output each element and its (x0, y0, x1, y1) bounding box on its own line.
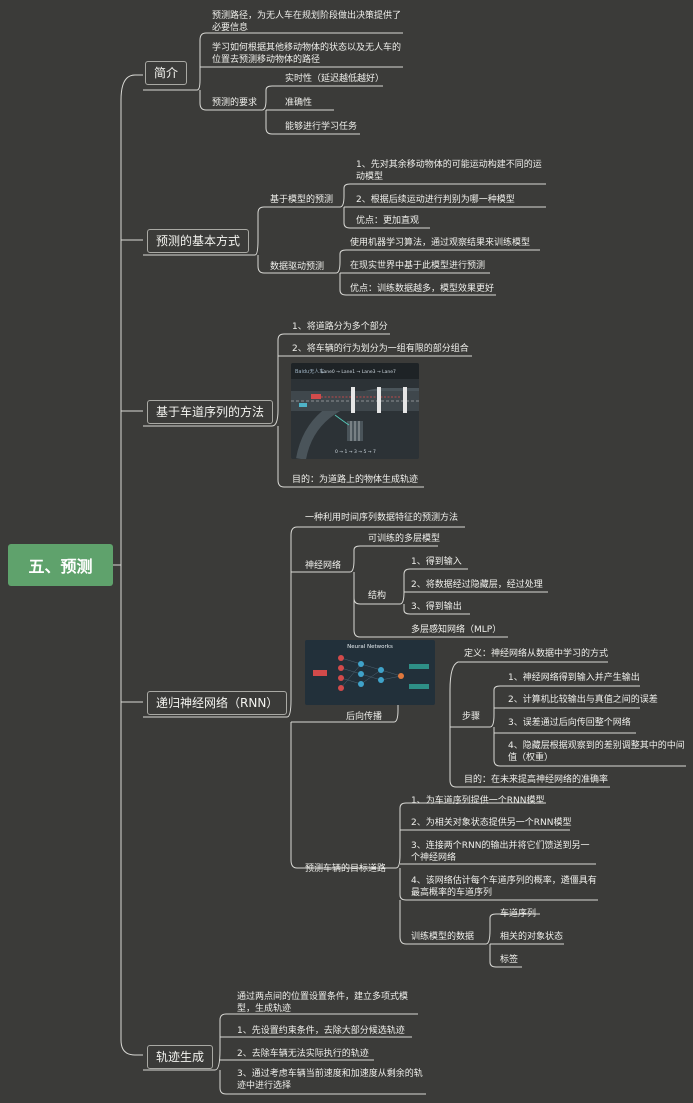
traj-item-0: 通过两点间的位置设置条件，建立多项式模型，生成轨迹 (237, 992, 409, 1014)
basic-model-label: 基于模型的预测 (270, 195, 334, 205)
rnn-structure-1: 1、得到输入 (411, 557, 462, 567)
lane-item-2: 2、将车辆的行为划分为一组有限的部分组合 (292, 344, 469, 354)
rnn-backprop-label: 后向传播 (346, 712, 383, 722)
intro-item-1: 预测路径，为无人车在规划阶段做出决策提供了必要信息 (212, 11, 402, 33)
rnn-train-label: 训练模型的数据 (411, 932, 475, 942)
node-rnn[interactable]: 递归神经网络（RNN） (147, 691, 288, 715)
lane-item-1: 1、将道路分为多个部分 (292, 322, 388, 332)
rnn-nn-label: 神经网络 (305, 561, 342, 571)
rnn-nn-trainable: 可训练的多层模型 (368, 534, 441, 544)
intro-item-2: 学习如何根据其他移动物体的状态以及无人车的位置去预测移动物体的路径 (212, 43, 402, 65)
rnn-target-1: 1、为车道序列提供一个RNN模型 (411, 796, 545, 806)
basic-model-2: 2、根据后续运动进行判别为哪一种模型 (356, 195, 515, 205)
rnn-target-label: 预测车辆的目标道路 (305, 864, 387, 874)
rnn-step-1: 1、神经网络得到输入并产生输出 (508, 673, 640, 683)
intro-req-2: 准确性 (285, 98, 313, 108)
rnn-train-3: 标签 (500, 955, 519, 965)
rnn-train-2: 相关的对象状态 (500, 932, 564, 942)
rnn-target-2: 2、为相关对象状态提供另一个RNN模型 (411, 818, 572, 828)
basic-model-3: 优点：更加直观 (356, 216, 420, 226)
root-node[interactable]: 五、预测 (8, 544, 113, 586)
rnn-steps-label: 步骤 (462, 712, 481, 722)
rnn-structure-2: 2、将数据经过隐藏层，经过处理 (411, 580, 543, 590)
intro-req-1: 实时性（延迟越低越好） (285, 74, 385, 84)
rnn-mlp: 多层感知网络（MLP） (411, 625, 502, 635)
lane-goal: 目的：为道路上的物体生成轨迹 (292, 475, 419, 485)
rnn-backprop-goal: 目的：在未来提高神经网络的准确率 (464, 775, 609, 785)
node-trajectory[interactable]: 轨迹生成 (147, 1045, 214, 1069)
traj-item-1: 1、先设置约束条件，去除大部分候选轨迹 (237, 1026, 405, 1036)
rnn-backprop-definition: 定义：神经网络从数据中学习的方式 (464, 649, 609, 659)
traj-item-3: 3、通过考虑车辆当前速度和加速度从剩余的轨迹中进行选择 (237, 1069, 423, 1091)
rnn-structure-label: 结构 (368, 591, 387, 601)
rnn-step-4: 4、隐藏层根据观察到的差别调整其中的中间值（权重） (508, 741, 685, 763)
lane-diagram-image: Baidu无人车 Lane0 → Lane1 → Lane3 → Lane7 0… (291, 363, 419, 459)
basic-model-1: 1、先对其余移动物体的可能运动构建不同的运动模型 (356, 160, 542, 182)
rnn-train-1: 车道序列 (500, 909, 537, 919)
lane-image-logo: Baidu无人车 (295, 368, 324, 375)
intro-req-3: 能够进行学习任务 (285, 122, 358, 132)
lane-image-caption: Lane0 → Lane1 → Lane3 → Lane7 (321, 369, 396, 375)
basic-data-label: 数据驱动预测 (270, 262, 325, 272)
nn-image-title: Neural Networks (347, 644, 393, 650)
rnn-target-3: 3、连接两个RNN的输出并将它们馈送到另一个神经网络 (411, 841, 590, 863)
rnn-definition: 一种利用时间序列数据特征的预测方法 (305, 513, 459, 523)
node-lane-sequence[interactable]: 基于车道序列的方法 (147, 400, 274, 424)
basic-data-2: 在现实世界中基于此模型进行预测 (350, 261, 486, 271)
lane-image-sequence: 0 → 1 → 3 → 5 → 7 (335, 449, 376, 455)
intro-requirements: 预测的要求 (212, 98, 258, 108)
rnn-step-3: 3、误差通过后向传回整个网络 (508, 718, 631, 728)
basic-data-3: 优点：训练数据越多，模型效果更好 (350, 284, 495, 294)
node-basic-methods[interactable]: 预测的基本方式 (147, 229, 250, 253)
node-intro[interactable]: 简介 (145, 61, 188, 85)
rnn-step-2: 2、计算机比较输出与真值之间的误差 (508, 695, 658, 705)
neural-network-image: Neural Networks (305, 640, 435, 705)
basic-data-1: 使用机器学习算法，通过观察结果来训练模型 (350, 238, 531, 248)
rnn-target-4: 4、该网络估计每个车道序列的概率，遴僵具有最高概率的车道序列 (411, 876, 597, 898)
traj-item-2: 2、去除车辆无法实际执行的轨迹 (237, 1049, 369, 1059)
rnn-structure-3: 3、得到输出 (411, 602, 462, 612)
